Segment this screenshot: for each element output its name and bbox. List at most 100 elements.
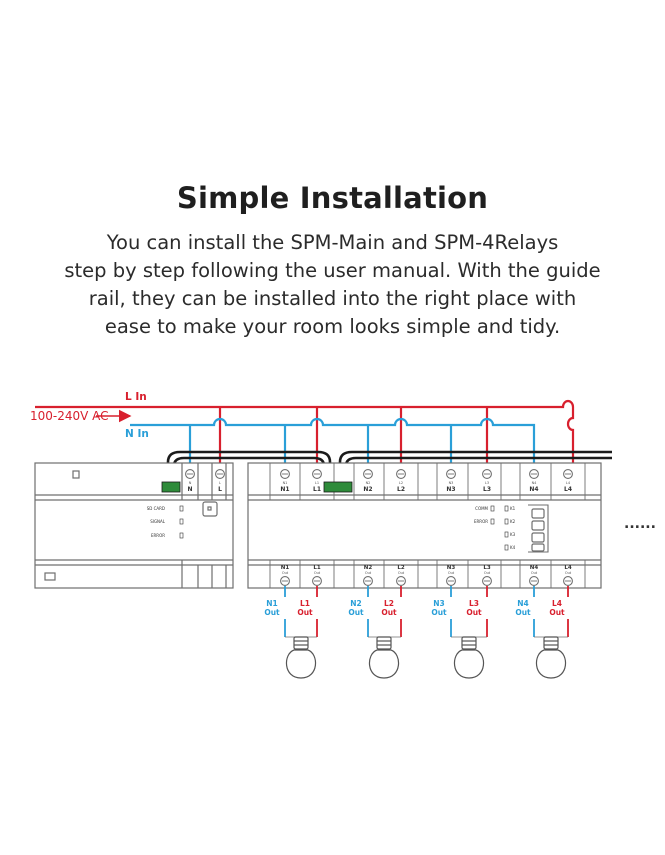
description-line: rail, they can be installed into the rig… — [88, 287, 577, 310]
continuation-dots: ...... — [624, 516, 656, 532]
output-l-label: L1 — [300, 599, 310, 608]
output-n-sub: Out — [515, 608, 531, 617]
indicator-label: K1 — [510, 506, 516, 511]
svg-text:Out: Out — [448, 571, 455, 575]
output-l-label: L2 — [384, 599, 394, 608]
light-bulb-icon — [454, 636, 484, 679]
svg-text:N3: N3 — [446, 486, 455, 493]
svg-text:L: L — [218, 486, 222, 493]
svg-text:N1: N1 — [283, 481, 288, 485]
svg-text:Out: Out — [531, 571, 538, 575]
output-l-label: L3 — [469, 599, 479, 608]
svg-text:L3: L3 — [483, 486, 491, 493]
description-line: You can install the SPM-Main and SPM-4Re… — [106, 231, 559, 254]
svg-text:Out: Out — [565, 571, 572, 575]
output-n-label: N1 — [266, 599, 278, 608]
spm-main-terminal: L L — [215, 469, 225, 493]
svg-text:N3: N3 — [449, 481, 454, 485]
svg-text:Out: Out — [484, 571, 491, 575]
page-title: Simple Installation — [176, 181, 489, 215]
svg-text:N3: N3 — [447, 565, 456, 571]
svg-text:N1: N1 — [281, 565, 290, 571]
indicator-label: SD CARD — [147, 506, 165, 511]
svg-text:N1: N1 — [280, 486, 289, 493]
svg-text:N4: N4 — [530, 565, 539, 571]
indicator-label: ERROR — [474, 519, 488, 524]
bus-connector — [161, 481, 181, 493]
svg-text:L4: L4 — [566, 481, 571, 485]
output-group: N3 Out L3 Out — [431, 586, 497, 679]
description: You can install the SPM-Main and SPM-4Re… — [30, 229, 635, 341]
svg-text:N4: N4 — [529, 486, 538, 493]
output-l-sub: Out — [466, 608, 482, 617]
indicator-label: ERROR — [151, 533, 165, 538]
output-l-label: L4 — [552, 599, 562, 608]
indicator-label: K3 — [510, 532, 516, 537]
svg-text:L2: L2 — [397, 486, 405, 493]
svg-text:L1: L1 — [315, 481, 319, 485]
svg-text:L2: L2 — [397, 565, 405, 571]
output-l-sub: Out — [297, 608, 313, 617]
spm-4relays-indicators: COMM ERROR K1 K2 K3 K4 — [474, 505, 516, 551]
output-l-sub: Out — [549, 608, 565, 617]
indicator-label: SIGNAL — [150, 519, 166, 524]
svg-text:N2: N2 — [366, 481, 371, 485]
svg-text:L2: L2 — [399, 481, 403, 485]
indicator-label: K2 — [510, 519, 516, 524]
svg-text:N2: N2 — [364, 565, 373, 571]
output-group: N4 Out L4 Out — [515, 586, 578, 679]
neutral-in-label: N In — [125, 428, 149, 440]
line-in-label: L In — [125, 391, 147, 403]
output-n-label: N3 — [433, 599, 445, 608]
svg-text:L3: L3 — [485, 481, 489, 485]
light-bulb-icon — [286, 636, 316, 679]
svg-text:N: N — [189, 481, 192, 485]
output-n-label: N4 — [517, 599, 529, 608]
output-n-label: N2 — [350, 599, 362, 608]
light-bulb-icon — [536, 636, 566, 679]
output-n-sub: Out — [431, 608, 447, 617]
svg-text:L3: L3 — [483, 565, 491, 571]
output-group: N2 Out L2 Out — [348, 586, 411, 679]
svg-text:Out: Out — [365, 571, 372, 575]
indicator-label: K4 — [510, 545, 516, 550]
svg-text:N2: N2 — [363, 486, 372, 493]
output-group: N1 Out L1 Out — [264, 586, 327, 679]
light-bulb-icon — [369, 636, 399, 679]
spm-main-terminal: N N — [185, 469, 195, 493]
svg-text:N: N — [187, 486, 192, 493]
bus-connector — [323, 481, 353, 493]
indicator-label: COMM — [475, 506, 488, 511]
svg-text:L1: L1 — [313, 565, 321, 571]
svg-text:L4: L4 — [564, 486, 572, 493]
spm-main-device — [34, 462, 234, 589]
spm-4relays-device — [247, 462, 602, 589]
description-line: step by step following the user manual. … — [64, 259, 601, 282]
svg-text:N4: N4 — [532, 481, 538, 485]
output-n-sub: Out — [348, 608, 364, 617]
svg-text:L4: L4 — [564, 565, 572, 571]
svg-text:Out: Out — [282, 571, 289, 575]
svg-text:L: L — [219, 481, 221, 485]
description-line: ease to make your room looks simple and … — [104, 315, 561, 338]
spm-main-indicators: SD CARD SIGNAL ERROR — [147, 505, 184, 539]
output-n-sub: Out — [264, 608, 280, 617]
svg-text:Out: Out — [314, 571, 321, 575]
